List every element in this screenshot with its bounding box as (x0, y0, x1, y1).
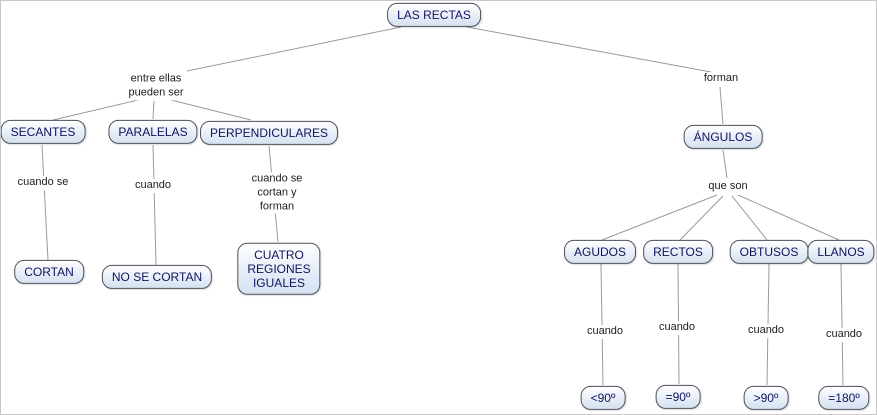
edge-queson-rectos (679, 195, 724, 241)
edge-rectas-entreellas (186, 26, 402, 72)
node-secantes[interactable]: SECANTES (1, 119, 86, 145)
node-igual-180[interactable]: =180º (818, 385, 870, 411)
node-paralelas[interactable]: PARALELAS (108, 119, 198, 145)
edge-agudos-menor90 (600, 263, 604, 386)
edge-rectas-forman (466, 26, 712, 73)
node-las-rectas[interactable]: LAS RECTAS (387, 2, 481, 28)
edge-secantes-cortan (41, 144, 49, 261)
link-cuando-rectos[interactable]: cuando (656, 321, 698, 335)
edge-queson-agudos (601, 194, 718, 241)
link-cuando-obtusos[interactable]: cuando (745, 324, 787, 338)
edge-paralelas-nosecortan (152, 144, 157, 266)
node-cuatro-regiones[interactable]: CUATRO REGIONES IGUALES (237, 242, 321, 296)
edge-entreellas-secantes (52, 99, 139, 121)
edge-queson-obtusos (731, 195, 768, 241)
node-menor-90[interactable]: <90º (580, 385, 626, 411)
edge-forman-angulos (719, 86, 724, 125)
node-igual-90[interactable]: =90º (655, 384, 701, 410)
node-no-se-cortan[interactable]: NO SE CORTAN (101, 264, 213, 290)
link-cuando-llanos[interactable]: cuando (823, 328, 865, 342)
edge-angulos-queson (722, 149, 728, 179)
link-cuando-paralelas[interactable]: cuando (132, 179, 174, 193)
link-cuando-se[interactable]: cuando se (15, 176, 71, 190)
node-angulos[interactable]: ÁNGULOS (683, 124, 763, 150)
node-perpendiculares[interactable]: PERPENDICULARES (199, 120, 339, 146)
node-llanos[interactable]: LLANOS (807, 239, 875, 265)
link-cuando-se-cortan[interactable]: cuando se cortan y forman (249, 172, 305, 214)
edge-llanos-igual180 (840, 263, 844, 386)
link-que-son[interactable]: que son (706, 180, 750, 194)
link-forman[interactable]: forman (701, 72, 741, 86)
edge-entreellas-perpendiculares (170, 99, 252, 121)
edge-queson-llanos (737, 194, 840, 241)
link-entre-ellas-pueden-ser[interactable]: entre ellas pueden ser (126, 72, 186, 100)
node-agudos[interactable]: AGUDOS (563, 239, 637, 265)
link-cuando-agudos[interactable]: cuando (584, 325, 626, 339)
edge-entreellas-paralelas (152, 100, 155, 120)
node-cortan[interactable]: CORTAN (14, 259, 84, 285)
node-mayor-90[interactable]: >90º (743, 385, 789, 411)
node-obtusos[interactable]: OBTUSOS (729, 239, 809, 265)
node-rectos[interactable]: RECTOS (643, 239, 713, 265)
